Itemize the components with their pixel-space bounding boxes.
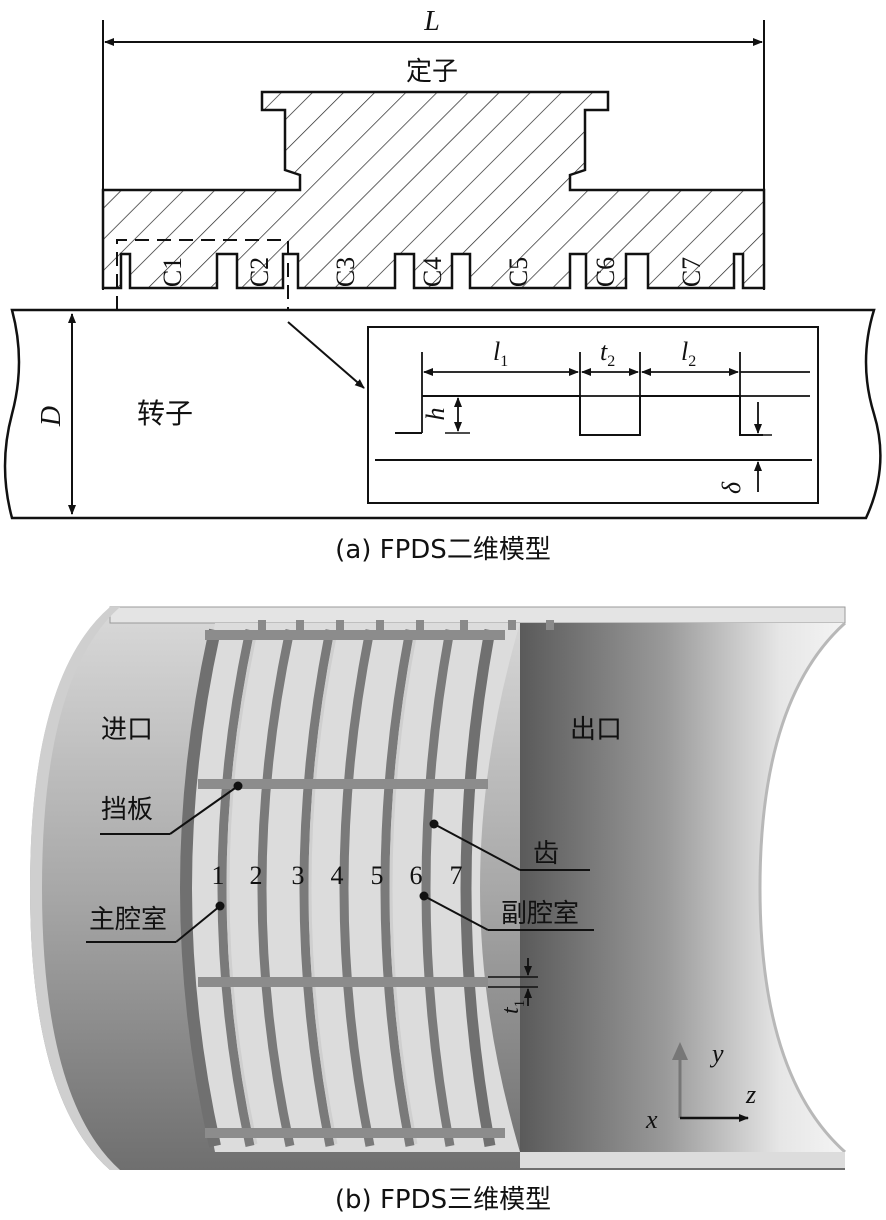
bottom-rim: [520, 1152, 845, 1168]
baffle: [198, 977, 488, 987]
inner-curved-surface: [520, 623, 845, 1152]
figure-a-caption: (a) FPDS二维模型: [335, 535, 551, 565]
baffle: [198, 779, 488, 789]
stator-label: 定子: [406, 57, 458, 87]
baffle: [205, 1128, 505, 1138]
baffle: [205, 630, 505, 640]
t1-label: t1: [498, 1000, 528, 1014]
coordinate-axes: y z x: [645, 1039, 756, 1134]
cavity-number: 7: [450, 861, 463, 890]
inlet-label: 进口: [101, 715, 153, 745]
diameter-label: D: [36, 406, 67, 427]
tooth-leader-dot: [429, 819, 439, 829]
delta-label: δ: [717, 481, 746, 494]
baffle-label: 挡板: [101, 795, 153, 825]
l2-label: l2: [681, 337, 696, 370]
right-edge-line: [758, 621, 847, 1154]
cavity-label: C4: [418, 257, 447, 287]
cavity-number: 5: [371, 861, 384, 890]
top-notches: [258, 620, 554, 630]
cavity-label: C7: [677, 257, 706, 287]
sub-chamber-leader-diag: [423, 895, 489, 931]
figure-a-2d-model: L 定子 C1 C2 C3 C4 C5 C6 C7 转子 D: [3, 6, 882, 565]
cavity-label: C6: [591, 257, 620, 287]
sub-chamber-label: 副腔室: [501, 899, 579, 929]
h-label: h: [421, 408, 450, 421]
z-axis-label: z: [745, 1080, 756, 1109]
figure-b-caption: (b) FPDS三维模型: [335, 1185, 551, 1215]
detail-box: [367, 326, 819, 504]
cavity-number: 6: [410, 861, 423, 890]
right-open-end: [760, 623, 886, 1152]
detail-leader-arrow: [287, 321, 365, 389]
x-axis-label: x: [645, 1105, 658, 1134]
cavity-number: 4: [331, 861, 344, 890]
cavity-label: C1: [158, 257, 187, 287]
y-axis-head: [672, 1042, 688, 1060]
ring: [179, 628, 221, 1148]
length-label: L: [423, 6, 440, 37]
tooth-label: 齿: [533, 839, 559, 869]
ring: [460, 629, 496, 1147]
main-chamber-leader-diag: [175, 905, 221, 943]
main-chamber-label: 主腔室: [89, 905, 167, 935]
cavity-label: C2: [245, 257, 274, 287]
t2-label: t2: [600, 337, 615, 370]
cavity-label: C5: [504, 257, 533, 287]
y-axis-label: y: [709, 1039, 724, 1068]
sub-chamber-leader-dot: [419, 891, 429, 901]
outlet-label: 出口: [570, 715, 622, 745]
cavity-number: 3: [292, 861, 305, 890]
cavity-number: 1: [212, 861, 225, 890]
top-rim: [109, 606, 846, 624]
ring: [299, 629, 335, 1147]
ring: [257, 629, 295, 1147]
ring: [380, 629, 415, 1147]
main-chamber-leader-dot: [215, 901, 225, 911]
cavity-number: 2: [250, 861, 263, 890]
ring: [421, 629, 455, 1147]
left-end-face: [30, 607, 120, 1170]
ring-highlight: [308, 631, 338, 1145]
ring: [217, 629, 255, 1147]
cavity-label: C3: [331, 257, 360, 287]
ring-highlight: [389, 631, 418, 1145]
ring-highlight: [226, 631, 258, 1145]
ring: [339, 629, 375, 1147]
figure-b-3d-model: 进口 出口 挡板 主腔室 齿 副腔室 1 2 3 4 5 6 7 t1: [30, 606, 886, 1215]
baffle-leader-diag: [169, 785, 239, 835]
tooth-leader-diag: [433, 823, 521, 871]
baffle-leader-dot: [233, 781, 243, 791]
l1-label: l1: [493, 337, 508, 370]
rotor-label: 转子: [137, 397, 193, 430]
